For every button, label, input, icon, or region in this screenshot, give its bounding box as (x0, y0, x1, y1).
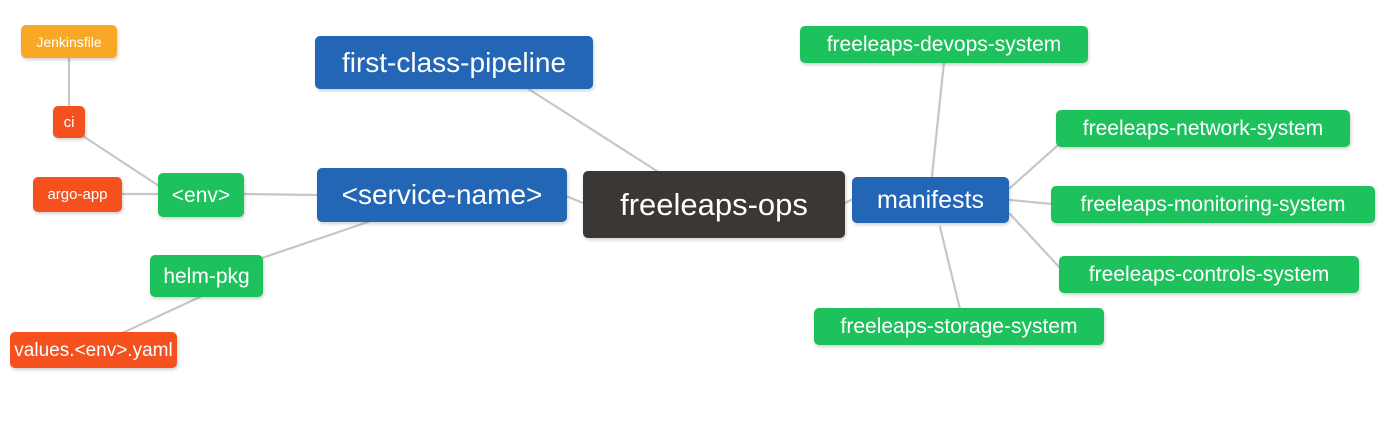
edge-helmpkg-servicename (260, 220, 370, 260)
node-label: ci (63, 113, 75, 131)
node-env[interactable]: <env> (158, 173, 244, 217)
node-label: Jenkinsfile (36, 33, 102, 50)
node-freeleaps-monitoring-system[interactable]: freeleaps-monitoring-system (1051, 186, 1375, 223)
edge-manifests-network (1008, 144, 1059, 190)
node-label: freeleaps-devops-system (826, 33, 1062, 56)
node-service-name[interactable]: <service-name> (317, 168, 567, 222)
node-freeleaps-devops-system[interactable]: freeleaps-devops-system (800, 26, 1088, 63)
node-freeleaps-controls-system[interactable]: freeleaps-controls-system (1059, 256, 1359, 293)
node-values-yaml[interactable]: values.<env>.yaml (10, 332, 177, 368)
edge-firstclass-root (525, 86, 662, 175)
node-ci[interactable]: ci (53, 106, 85, 138)
edge-servicename-root (564, 194, 585, 205)
node-freeleaps-network-system[interactable]: freeleaps-network-system (1056, 110, 1350, 147)
node-label: helm-pkg (163, 264, 250, 288)
node-label: freeleaps-network-system (1082, 117, 1324, 140)
node-label: values.<env>.yaml (14, 339, 173, 361)
node-label: <service-name> (341, 179, 543, 210)
edge-env-servicename (241, 192, 319, 197)
node-argo-app[interactable]: argo-app (33, 177, 122, 212)
edge-manifests-monitoring (1008, 198, 1054, 206)
node-freeleaps-storage-system[interactable]: freeleaps-storage-system (814, 308, 1104, 345)
node-helm-pkg[interactable]: helm-pkg (150, 255, 263, 297)
node-label: freeleaps-ops (620, 187, 808, 222)
node-manifests[interactable]: manifests (852, 177, 1009, 223)
node-label: argo-app (47, 186, 108, 203)
node-label: <env> (171, 183, 231, 207)
node-label: freeleaps-controls-system (1088, 263, 1330, 286)
node-jenkinsfile[interactable]: Jenkinsfile (21, 25, 117, 58)
node-label: first-class-pipeline (341, 46, 567, 78)
node-label: manifests (877, 185, 984, 214)
node-label: freeleaps-monitoring-system (1080, 193, 1346, 216)
node-freeleaps-ops[interactable]: freeleaps-ops (583, 171, 845, 238)
edge-manifests-devops (930, 60, 946, 178)
edge-valuesyaml-helmpkg (116, 294, 204, 337)
edge-manifests-storage (938, 225, 962, 311)
node-label: freeleaps-storage-system (840, 315, 1078, 338)
node-first-class-pipeline[interactable]: first-class-pipeline (315, 36, 593, 89)
